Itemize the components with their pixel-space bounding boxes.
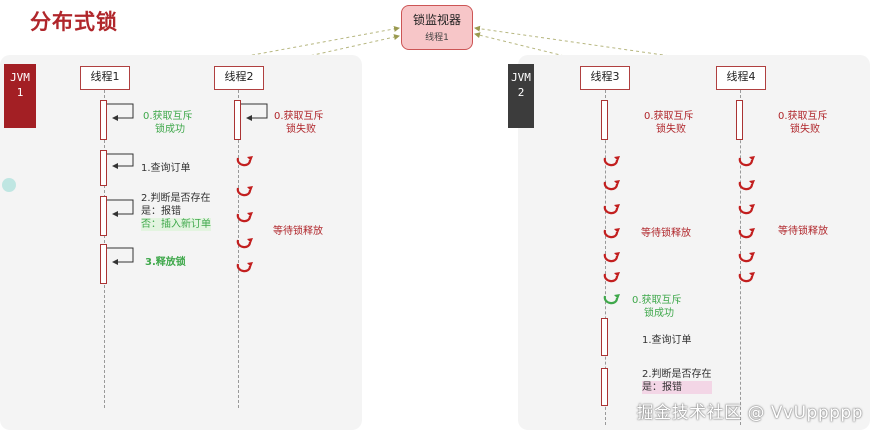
activation-bar xyxy=(601,318,608,356)
t3-success-line1: 0.获取互斥 xyxy=(632,295,682,306)
activation-bar xyxy=(100,244,107,284)
t1-acquire-line2: 锁成功 xyxy=(155,124,185,135)
jvm1-panel xyxy=(0,55,362,430)
lock-monitor: 锁监视器 线程1 xyxy=(401,5,473,50)
jvm2-label: JVM xyxy=(511,71,531,84)
t3-check-line1: 2.判断是否存在 xyxy=(642,369,712,380)
t3-query-step: 1.查询订单 xyxy=(642,335,692,346)
t1-acquire-line1: 0.获取互斥 xyxy=(143,111,193,122)
monitor-owner: 线程1 xyxy=(425,33,449,43)
t3-acquire-line2: 锁失败 xyxy=(656,124,686,135)
thread-3-box: 线程3 xyxy=(580,66,630,90)
t3-wait-label: 等待锁释放 xyxy=(641,228,691,239)
t3-check-line2: 是：报错 xyxy=(642,381,712,394)
jvm1-number: 1 xyxy=(16,86,24,99)
activation-bar xyxy=(100,196,107,236)
t2-acquire-step: 0.获取互斥 锁失败 xyxy=(274,110,324,136)
t2-wait-label: 等待锁释放 xyxy=(273,226,323,237)
monitor-label: 锁监视器 xyxy=(412,13,461,27)
t4-acquire-line1: 0.获取互斥 xyxy=(778,111,828,122)
t3-acquire-step: 0.获取互斥 锁失败 xyxy=(644,110,694,136)
activation-bar xyxy=(100,150,107,186)
t1-check-line2: 是：报错 xyxy=(141,206,181,217)
jvm2-badge: JVM 2 xyxy=(508,64,534,128)
activation-bar xyxy=(234,100,241,140)
t1-check-step: 2.判断是否存在 是：报错 否：插入新订单 xyxy=(141,192,211,231)
t3-success-line2: 锁成功 xyxy=(644,308,674,319)
activation-bar xyxy=(601,100,608,140)
activation-bar xyxy=(736,100,743,140)
t3-acquire-line1: 0.获取互斥 xyxy=(644,111,694,122)
thread-4-box: 线程4 xyxy=(716,66,766,90)
t4-acquire-line2: 锁失败 xyxy=(790,124,820,135)
jvm1-badge: JVM 1 xyxy=(4,64,36,128)
t1-check-line3: 否：插入新订单 xyxy=(141,218,211,231)
watermark: 掘金技术社区 @ VvUppppp xyxy=(636,403,863,423)
thread-1-box: 线程1 xyxy=(80,66,130,90)
t2-acquire-line2: 锁失败 xyxy=(286,124,316,135)
page-title: 分布式锁 xyxy=(30,10,118,34)
activation-bar xyxy=(100,100,107,140)
t2-acquire-line1: 0.获取互斥 xyxy=(274,111,324,122)
t1-query-step: 1.查询订单 xyxy=(141,163,191,174)
t1-acquire-step: 0.获取互斥 锁成功 xyxy=(143,110,193,136)
t1-release-step: 3.释放锁 xyxy=(145,257,186,268)
t1-check-line1: 2.判断是否存在 xyxy=(141,193,211,204)
thread-2-lifeline xyxy=(238,90,239,408)
jvm1-label: JVM xyxy=(10,71,30,84)
thread-2-box: 线程2 xyxy=(214,66,264,90)
t3-check-step: 2.判断是否存在 是：报错 xyxy=(642,368,712,394)
decorative-dot xyxy=(2,178,16,192)
jvm2-panel xyxy=(518,55,870,430)
t4-acquire-step: 0.获取互斥 锁失败 xyxy=(778,110,828,136)
activation-bar xyxy=(601,368,608,406)
t3-success-step: 0.获取互斥 锁成功 xyxy=(632,294,682,320)
jvm2-number: 2 xyxy=(517,86,525,99)
t4-wait-label: 等待锁释放 xyxy=(778,226,828,237)
